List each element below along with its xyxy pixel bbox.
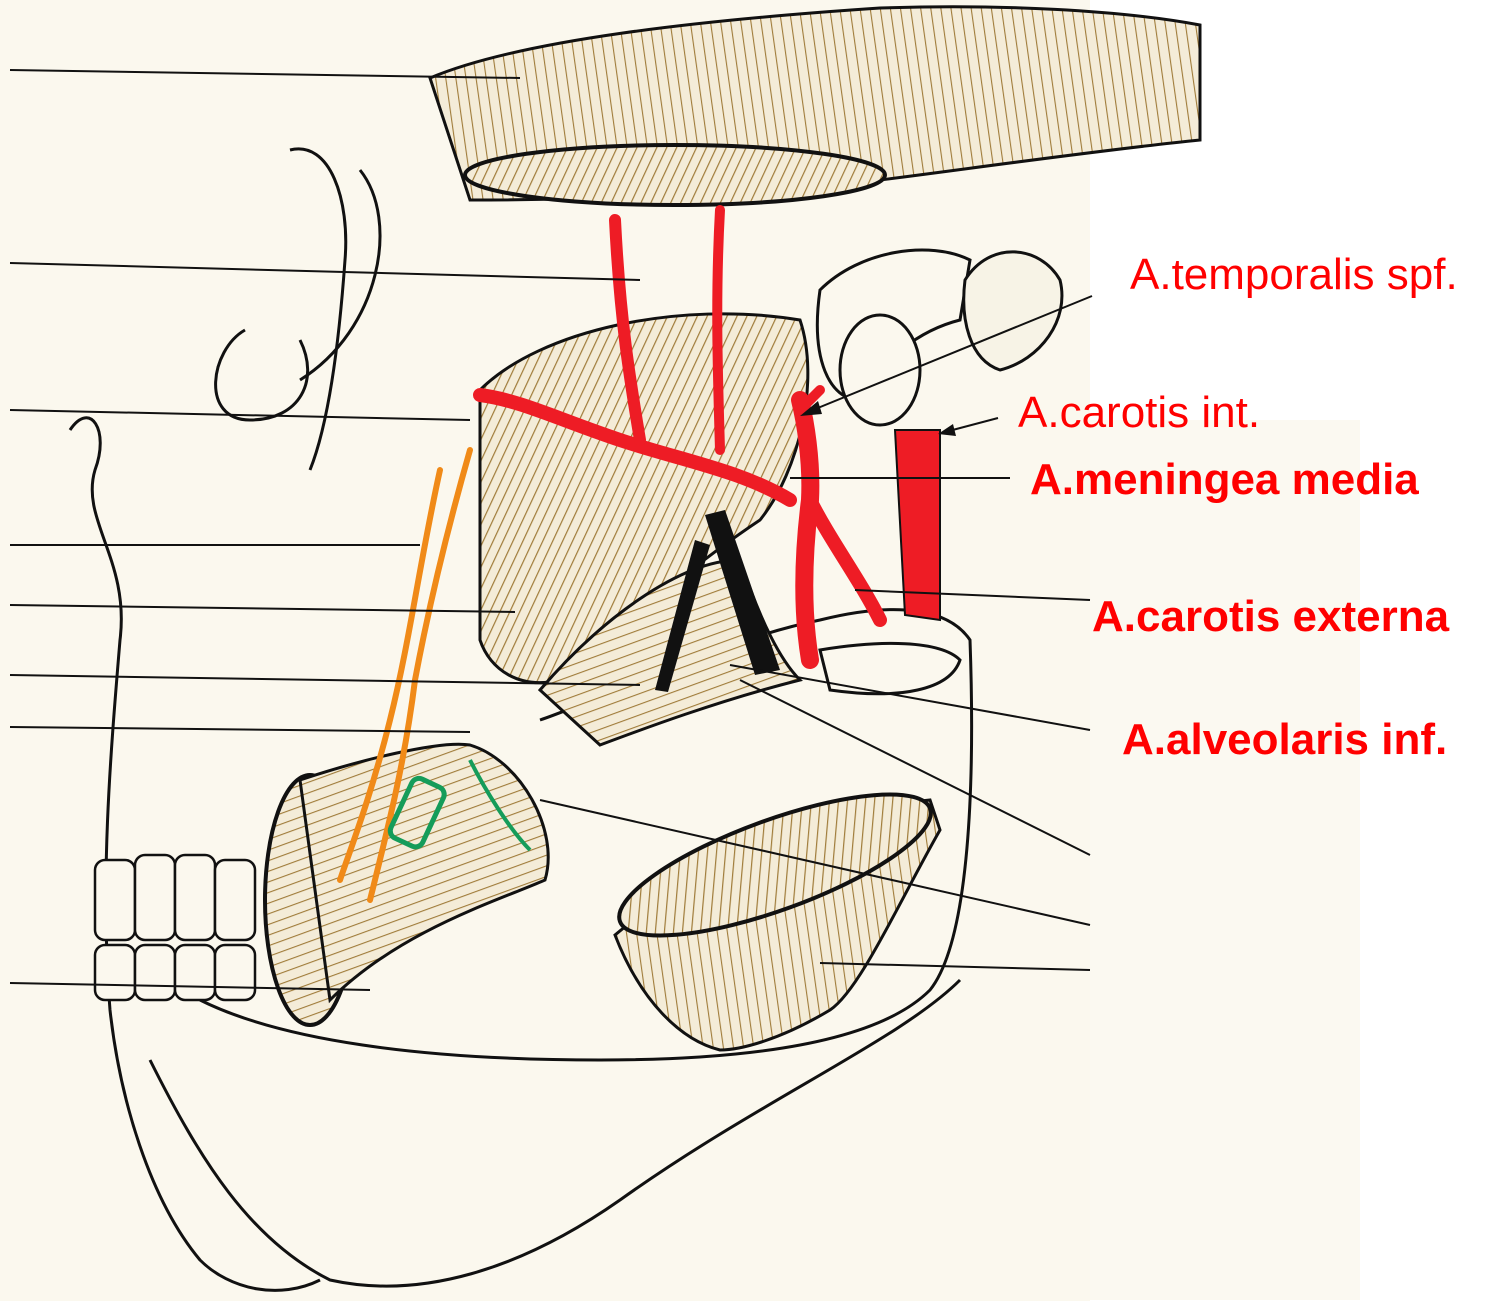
- temporalis-cut-section: [465, 145, 885, 205]
- label-temporalis-spf: A.temporalis spf.: [1130, 250, 1458, 300]
- paper-background-right: [1090, 420, 1360, 1300]
- mandibular-condyle: [840, 315, 920, 425]
- teeth: [95, 855, 255, 1000]
- label-alveolaris-inf: A.alveolaris inf.: [1122, 715, 1447, 765]
- external-carotid-artery: [800, 400, 810, 660]
- label-carotis-int: A.carotis int.: [1018, 388, 1260, 438]
- deep-temporal-artery: [717, 210, 720, 450]
- label-meningea-media: A.meningea media: [1030, 455, 1419, 505]
- label-carotis-externa: A.carotis externa: [1092, 592, 1449, 642]
